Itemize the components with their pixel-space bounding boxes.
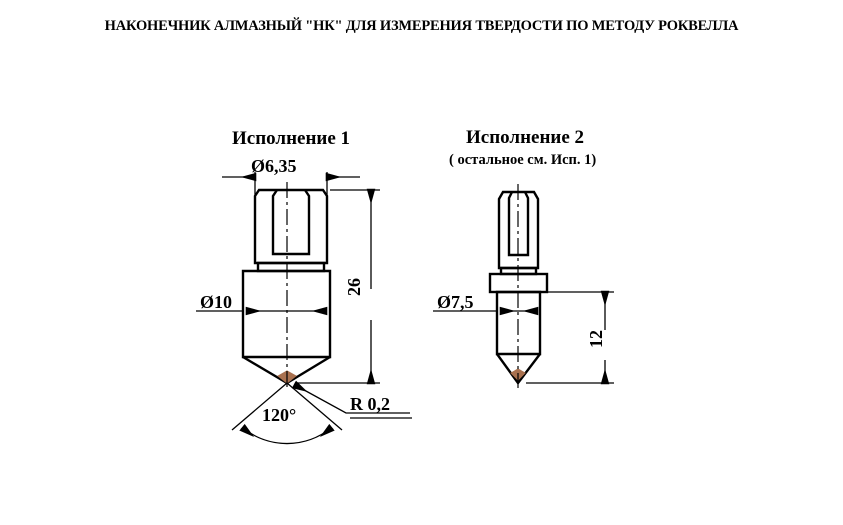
dimension-label-shank-diameter-view1: Ø6,35 [251,156,297,176]
shank-outline-view1 [253,188,329,265]
dimension-shank-diameter-view1 [222,172,360,196]
page-title: НАКОНЕЧНИК АЛМАЗНЫЙ "НК" ДЛЯ ИЗМЕРЕНИЯ Т… [104,18,739,34]
dimension-body-length-view2 [526,290,614,385]
dimension-overall-length-view1 [296,188,380,385]
dimension-label-body-diameter-view2: Ø7,5 [437,292,474,312]
shank-bore-view2 [507,191,530,257]
dimension-label-tip-radius-view1: R 0,2 [350,394,390,414]
dimension-cone-angle-view1 [231,382,343,445]
dimension-label-cone-angle-view1: 120° [262,405,297,425]
view-2-geometry [433,184,614,388]
shank-bore-view1 [271,189,311,256]
dimension-tip-radius-view1 [291,380,410,414]
view-1-heading: Исполнение 1 [232,128,351,149]
dimension-label-body-diameter-view1: Ø10 [200,292,233,312]
view-2-subheading: ( остальное см. Исп. 1) [449,152,597,168]
shank-outline-view2 [497,190,540,270]
view-2-heading: Исполнение 2 [466,127,585,148]
view-1-geometry [196,172,410,445]
